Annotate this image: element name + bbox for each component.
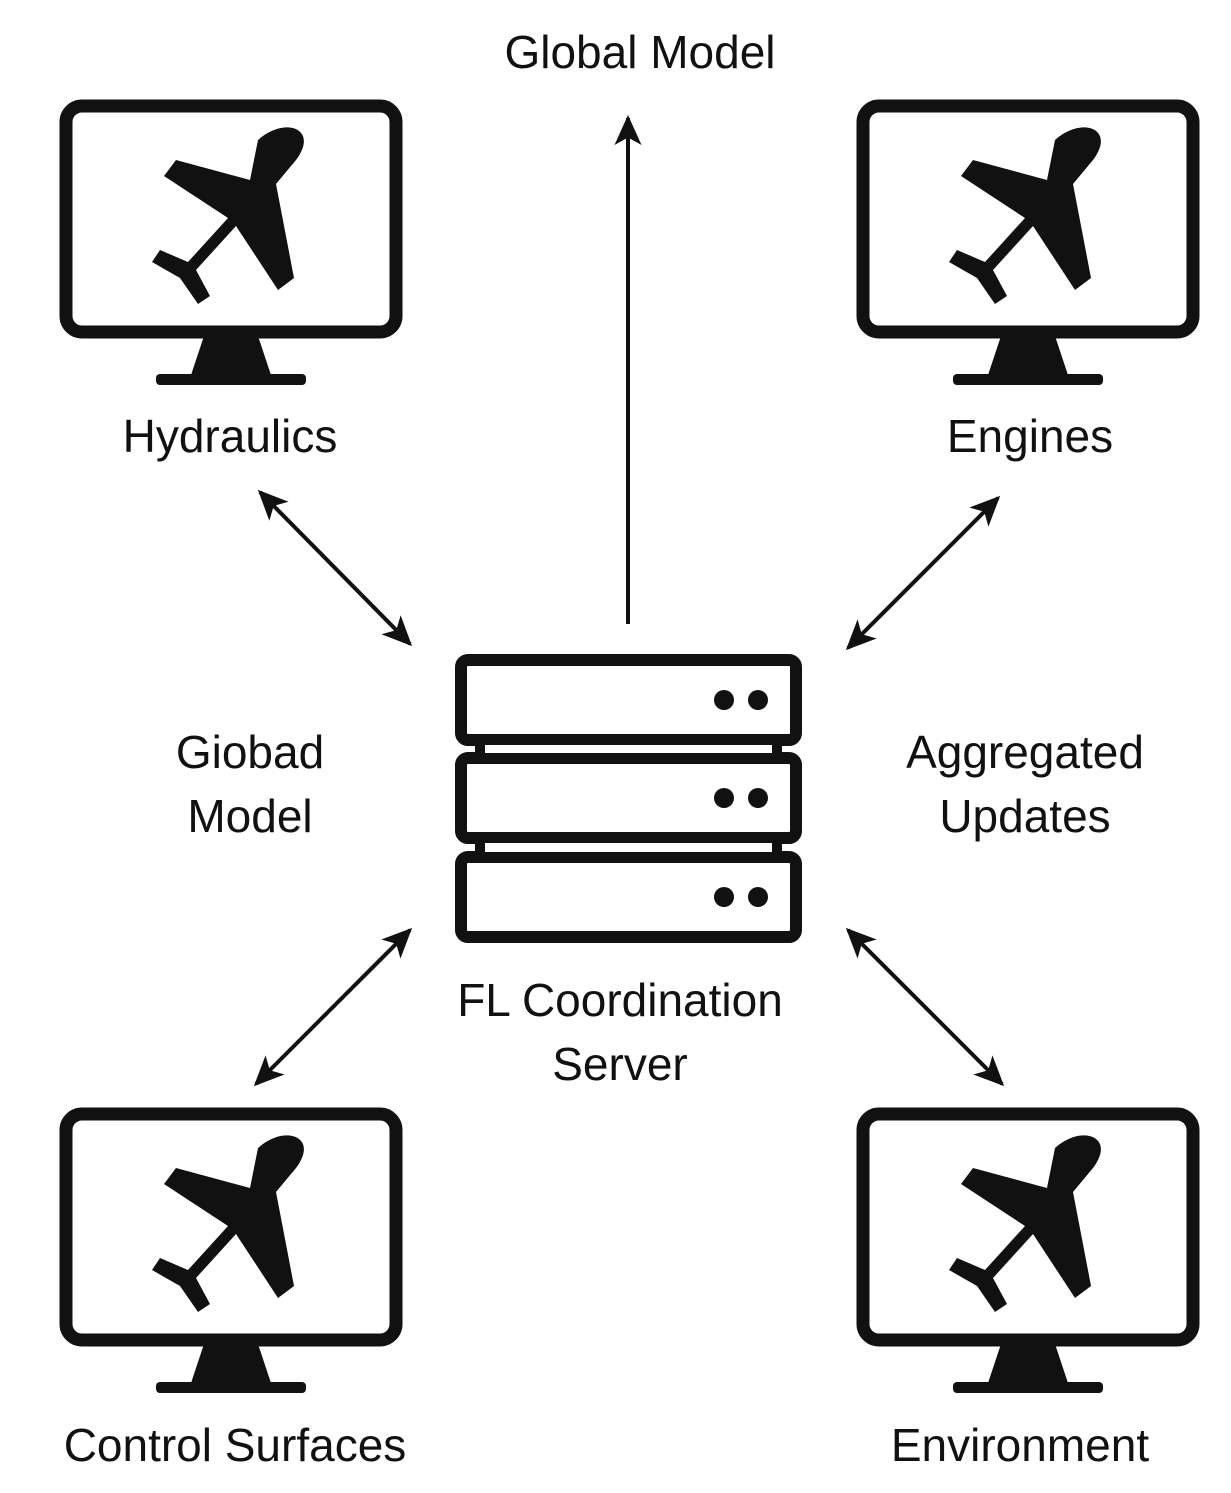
global-model-annotation: Giobad Model xyxy=(100,720,400,848)
server-rack-icon xyxy=(455,654,802,943)
server-label-line-1: FL Coordination xyxy=(457,974,783,1026)
control-surfaces-label: Control Surfaces xyxy=(63,1419,407,1471)
hydraulics-monitor-icon xyxy=(66,106,396,385)
global-model-title: Global Model xyxy=(504,26,776,78)
control-surfaces-monitor-icon xyxy=(66,1114,396,1393)
global-model-annotation-line-1: Giobad xyxy=(175,726,325,778)
arrow-environment-server xyxy=(845,927,1005,1087)
arrow-engines-server xyxy=(845,495,1001,651)
global-model-annotation-line-2: Model xyxy=(187,790,313,842)
aggregated-updates-line-1: Aggregated xyxy=(906,726,1144,778)
engines-label: Engines xyxy=(946,410,1114,462)
engines-monitor-icon xyxy=(863,106,1193,385)
aggregated-updates-line-2: Updates xyxy=(939,790,1111,842)
server-label: FL Coordination Server xyxy=(400,968,840,1096)
arrow-control-server xyxy=(253,927,413,1087)
environment-monitor-icon xyxy=(863,1114,1193,1393)
server-label-line-2: Server xyxy=(552,1038,688,1090)
aggregated-updates-annotation: Aggregated Updates xyxy=(840,720,1210,848)
hydraulics-label: Hydraulics xyxy=(122,410,338,462)
arrow-hydraulics-server xyxy=(257,489,413,647)
environment-label: Environment xyxy=(890,1419,1150,1471)
